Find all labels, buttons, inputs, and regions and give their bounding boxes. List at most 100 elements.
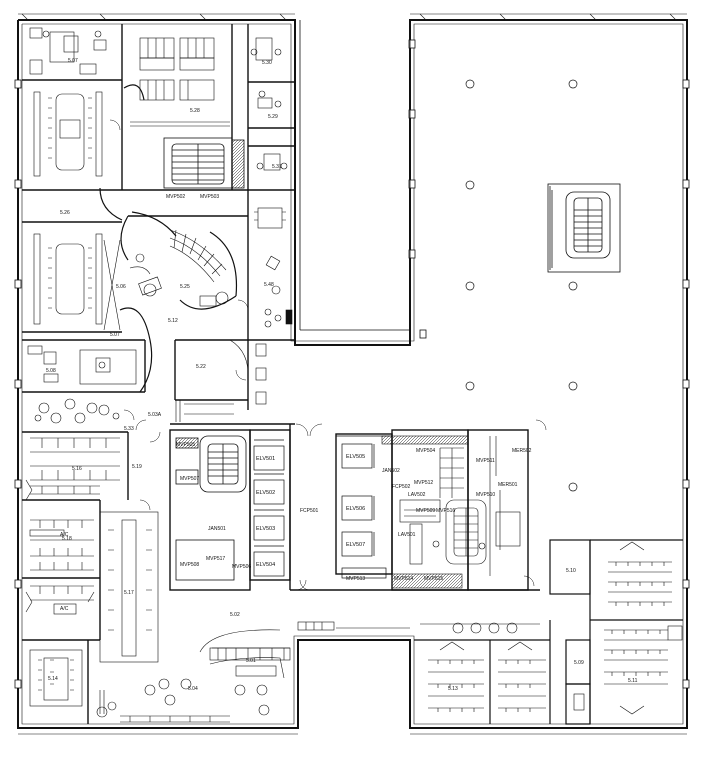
label-mer502: MER502 (512, 448, 532, 454)
label-mvp516: MVP516 (436, 508, 455, 514)
interior-walls (22, 24, 295, 724)
room-5-07-furniture (29, 27, 107, 75)
label-elv502: ELV502 (256, 490, 275, 496)
room-label-5-13: 5.13 (448, 686, 458, 692)
elevator-labels: ELV501 ELV502 ELV503 ELV504 ELV505 ELV50… (256, 454, 365, 568)
label-mer501: MER501 (498, 482, 518, 488)
room-label-5-30: 5.30 (262, 60, 272, 66)
room-label-5-31: 5.31 (272, 164, 282, 170)
room-label-5-16: 5.16 (72, 466, 82, 472)
room-label-5-04: 5.04 (188, 686, 198, 692)
label-elv505: ELV505 (346, 454, 365, 460)
label-mvp512: MVP512 (414, 480, 433, 486)
label-mvp509: MVP509 (416, 508, 435, 514)
label-elv507: ELV507 (346, 542, 365, 548)
service-labels: MVP502 MVP507 MVP505 MVP517 MVP508 MVP51… (60, 194, 532, 612)
room-label-5-11: 5.11 (628, 678, 638, 684)
pantry-5-48 (264, 255, 293, 328)
room-label-5-02: 5.02 (230, 612, 240, 618)
workstations-5-16 (25, 437, 120, 501)
classroom-5-14-desks (498, 641, 585, 712)
classroom-5-13-desks (428, 622, 518, 712)
room-label-5-07-north: 5.07 (68, 58, 78, 64)
boardroom-5-14 (29, 649, 83, 707)
room-label-5-14: 5.14 (48, 676, 58, 682)
room-labels: 5.07 5.28 5.30 5.29 5.31 5.26 5.06 5.25 … (46, 58, 638, 692)
room-label-5-19: 5.19 (132, 464, 142, 470)
elevators-west (253, 439, 285, 577)
workstations-5-25 (129, 229, 229, 307)
core-walls (169, 424, 540, 591)
label-mvp510: MVP510 (476, 492, 495, 498)
elevators-east (336, 435, 392, 579)
small-offices-east (250, 37, 288, 229)
workstations-5-28 (130, 37, 230, 127)
label-elv506: ELV506 (346, 506, 365, 512)
room-label-5-07-south: 5.07 (110, 332, 120, 338)
room-label-5-01: 5.01 (246, 658, 256, 664)
door-swings (109, 119, 547, 591)
classroom-5-10-desks (608, 541, 672, 606)
stair-north (163, 137, 245, 189)
label-mvp502: MVP502 (166, 194, 185, 200)
room-label-5-26: 5.26 (60, 210, 70, 216)
label-lav502: LAV502 (408, 492, 426, 498)
label-mvp504: MVP504 (416, 448, 435, 454)
stair-west (175, 435, 247, 581)
label-mvp503: MVP503 (200, 194, 219, 200)
label-elv503: ELV503 (256, 526, 275, 532)
label-mvp514: MVP514 (394, 576, 413, 582)
label-mvp506: MVP506 (232, 564, 251, 570)
room-label-5-18: 5.18 (62, 536, 72, 542)
label-mvp511: MVP511 (476, 458, 495, 464)
label-jan501: JAN501 (208, 526, 226, 532)
core-east-detail (381, 435, 521, 589)
label-mvp515: MVP515 (424, 576, 443, 582)
interior-columns (465, 79, 578, 492)
label-fcp501: FCP501 (300, 508, 319, 514)
workstations-lower-left (25, 519, 95, 615)
room-label-5-17: 5.17 (124, 590, 134, 596)
room-label-5-22: 5.22 (196, 364, 206, 370)
curved-walls (99, 84, 238, 393)
label-lav501: LAV501 (398, 532, 416, 538)
long-table-5-17 (99, 511, 159, 663)
room-label-5-10: 5.10 (566, 568, 576, 574)
conference-table-5-06 (33, 233, 121, 331)
open-area-walls (299, 20, 411, 331)
stair-right (547, 183, 621, 273)
label-elv501: ELV501 (256, 456, 275, 462)
kitchen-5-01 (209, 647, 291, 677)
room-label-5-12: 5.12 (168, 318, 178, 324)
room-label-5-09: 5.09 (574, 660, 584, 666)
room-label-5-06: 5.06 (116, 284, 126, 290)
room-label-5-33: 5.33 (124, 426, 134, 432)
lounge-5-04 (96, 629, 285, 723)
room-5-08-furniture (27, 345, 137, 385)
room-5-22-furniture (175, 339, 267, 422)
classroom-walls (414, 539, 683, 725)
label-mvp513: MVP513 (346, 576, 365, 582)
room-label-5-25: 5.25 (180, 284, 190, 290)
label-elv504: ELV504 (256, 562, 275, 568)
lounge-round-tables (34, 398, 120, 424)
label-mvp508: MVP508 (180, 562, 199, 568)
label-ac-southwest: A/C (60, 606, 69, 612)
label-mvp507: MVP507 (180, 476, 199, 482)
conference-table-north (33, 91, 103, 177)
room-label-5-48: 5.48 (264, 282, 274, 288)
classroom-5-11-desks (604, 625, 683, 715)
room-label-5-03a: 5.03A (148, 412, 162, 418)
label-fcp502: FCP502 (392, 484, 411, 490)
label-mvp505: MVP505 (176, 442, 195, 448)
exterior-walls (17, 19, 688, 729)
room-label-5-08: 5.08 (46, 368, 56, 374)
room-label-5-29: 5.29 (268, 114, 278, 120)
window-mullions (18, 13, 687, 735)
label-ac-west: A/C (60, 532, 69, 538)
label-mvp517: MVP517 (206, 556, 225, 562)
room-label-5-28: 5.28 (190, 108, 200, 114)
corridor-benches (297, 621, 540, 631)
label-jan502: JAN502 (382, 468, 400, 474)
